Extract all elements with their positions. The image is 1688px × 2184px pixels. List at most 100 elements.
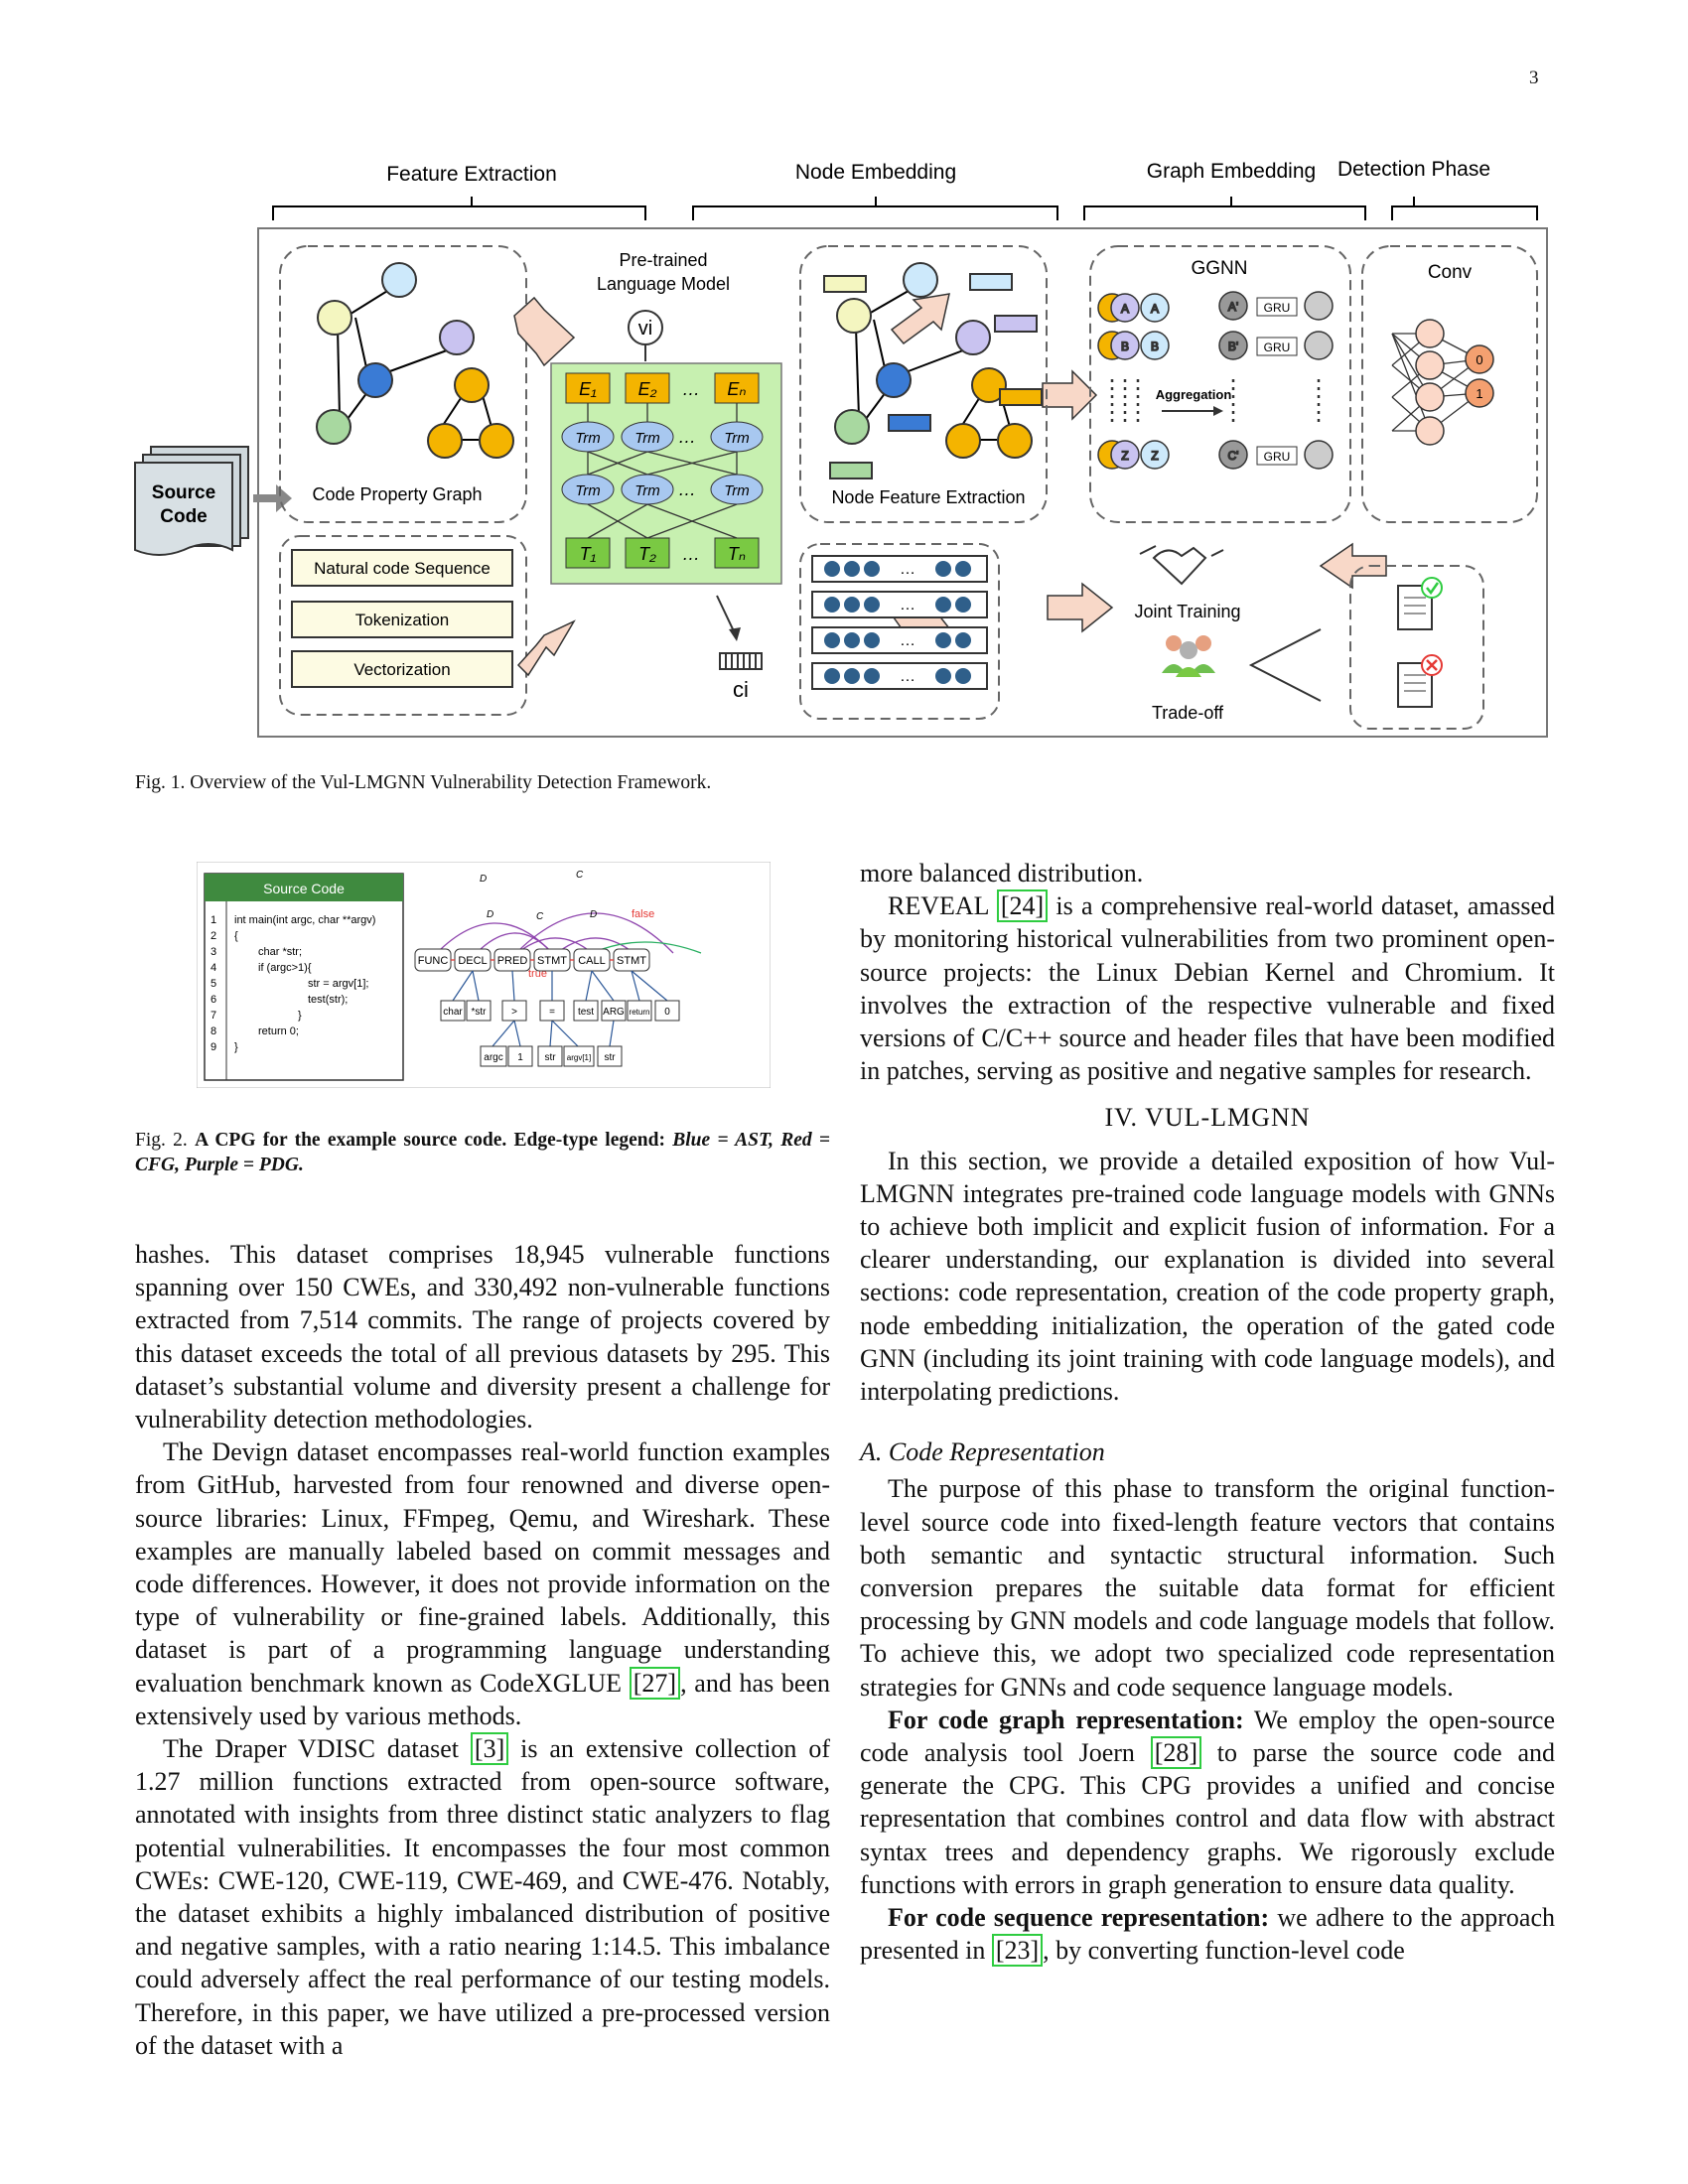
cpg-box bbox=[279, 245, 527, 523]
gru-label: GRU bbox=[1264, 341, 1291, 354]
svg-text:{: { bbox=[234, 930, 238, 942]
svg-text:Trm: Trm bbox=[634, 430, 660, 447]
svg-text:CALL: CALL bbox=[578, 955, 606, 967]
source-code-doc: Source Code bbox=[134, 446, 249, 556]
svg-text:return 0;: return 0; bbox=[258, 1025, 299, 1037]
code-listing: 1 2 3 4 5 6 7 8 9 int main(int argc, cha… bbox=[211, 914, 375, 1053]
caption-bold: A CPG for the example source code. Edge-… bbox=[195, 1130, 673, 1151]
handshake-icon bbox=[1139, 545, 1224, 586]
result-box bbox=[1349, 565, 1484, 730]
seq-vectorization: Vectorization bbox=[353, 660, 450, 679]
vi-label: vi bbox=[638, 318, 652, 340]
cpg-top-nodes: FUNC DECL PRED STMT CALL STMT bbox=[414, 948, 650, 972]
svg-text:A': A' bbox=[1228, 300, 1238, 314]
svg-text:PRED: PRED bbox=[497, 955, 528, 967]
svg-text:B': B' bbox=[1228, 340, 1238, 353]
svg-text:C': C' bbox=[1228, 449, 1239, 463]
svg-text:test: test bbox=[578, 1007, 594, 1018]
svg-text:char *str;: char *str; bbox=[258, 946, 302, 958]
svg-text:return: return bbox=[630, 1008, 650, 1017]
citation-link[interactable]: [23] bbox=[991, 1934, 1044, 1968]
svg-text:8: 8 bbox=[211, 1025, 216, 1037]
svg-text:Z: Z bbox=[1151, 449, 1158, 463]
node-feature-box bbox=[799, 245, 1048, 523]
label-c-true-2: C bbox=[536, 911, 544, 922]
svg-text:Trm: Trm bbox=[575, 430, 601, 447]
svg-text:int main(int argc, char **argv: int main(int argc, char **argv) bbox=[234, 914, 375, 926]
cpg-mid-nodes: char *str > = test ARG return 0 bbox=[440, 1000, 680, 1022]
node-feature-label: Node Feature Extraction bbox=[831, 487, 1025, 507]
svg-text:Trm: Trm bbox=[724, 482, 750, 499]
stage-node-embedding: Node Embedding bbox=[795, 161, 956, 184]
figure-1-caption: Fig. 1. Overview of the Vul-LMGNN Vulner… bbox=[135, 772, 712, 793]
citation-link[interactable]: [3] bbox=[470, 1732, 509, 1766]
svg-text:…: … bbox=[900, 668, 915, 685]
framework-box bbox=[257, 227, 1548, 738]
caption-prefix: Fig. 2. bbox=[135, 1130, 196, 1151]
stage-feature-extraction: Feature Extraction bbox=[386, 163, 557, 186]
svg-text:6: 6 bbox=[211, 994, 216, 1006]
pretrained-label: Pre-trained bbox=[619, 250, 707, 270]
svg-text:argv[1]: argv[1] bbox=[567, 1053, 591, 1062]
feature-vectors bbox=[823, 273, 1043, 479]
label-d-argv-2: D bbox=[487, 909, 493, 920]
stage-detection-phase: Detection Phase bbox=[1337, 158, 1490, 181]
svg-text:1: 1 bbox=[211, 914, 216, 926]
svg-text:…: … bbox=[678, 427, 696, 447]
subsection-title: A. Code Representation bbox=[860, 1437, 1105, 1467]
ci-vector bbox=[719, 652, 763, 670]
gru-units: GRU GRU GRU bbox=[1256, 297, 1298, 466]
paragraph-graph-rep: For code graph representation: We employ… bbox=[860, 1705, 1555, 1899]
page-number: 3 bbox=[1529, 68, 1539, 88]
people-icon bbox=[1162, 635, 1215, 677]
ci-label: ci bbox=[733, 677, 749, 702]
svg-text:E₂: E₂ bbox=[638, 379, 657, 399]
aggregation-label: Aggregation bbox=[1156, 387, 1232, 402]
svg-text:7: 7 bbox=[211, 1010, 216, 1022]
sequence-box bbox=[279, 535, 527, 716]
svg-text:…: … bbox=[682, 544, 700, 564]
paragraph-devign: The Devign dataset encompasses real-worl… bbox=[135, 1437, 831, 1730]
source-code-label: Source bbox=[152, 482, 215, 503]
svg-text:…: … bbox=[900, 561, 915, 578]
document-cross-icon bbox=[1397, 654, 1443, 708]
svg-text:argc: argc bbox=[484, 1052, 502, 1063]
svg-text:Trm: Trm bbox=[634, 482, 660, 499]
svg-text:if (argc>1){: if (argc>1){ bbox=[258, 962, 312, 974]
seq-tokenization: Tokenization bbox=[355, 611, 450, 629]
svg-text:>: > bbox=[511, 1007, 517, 1018]
joint-training-label: Joint Training bbox=[1134, 602, 1240, 621]
svg-text:=: = bbox=[549, 1007, 555, 1018]
output-1: 1 bbox=[1476, 386, 1482, 401]
citation-link[interactable]: [24] bbox=[996, 889, 1049, 923]
ggnn-box bbox=[1089, 245, 1351, 523]
svg-text:T₂: T₂ bbox=[638, 544, 656, 564]
transformer-links bbox=[587, 403, 738, 539]
svg-text:…: … bbox=[900, 632, 915, 649]
figure-2: Source Code 1 2 3 4 5 6 7 8 9 int main(i… bbox=[197, 862, 771, 1088]
citation-link[interactable]: [28] bbox=[1150, 1736, 1202, 1770]
caption-italic: Blue = AST, Red = CFG, Purple = PDG. bbox=[135, 1130, 831, 1175]
cpg-graph bbox=[337, 287, 492, 441]
svg-text:DECL: DECL bbox=[458, 955, 487, 967]
svg-text:9: 9 bbox=[211, 1041, 216, 1053]
cpg-bottom-nodes: argc 1 str argv[1] str bbox=[480, 1045, 623, 1067]
source-code-label-2: Code bbox=[160, 506, 208, 527]
paragraph-draper: The Draper VDISC dataset [3] is an exten… bbox=[135, 1732, 830, 2060]
citation-link[interactable]: [27] bbox=[629, 1666, 681, 1700]
left-column: hashes. This dataset comprises 18,945 vu… bbox=[135, 1238, 830, 2062]
svg-text:T₁: T₁ bbox=[580, 544, 597, 564]
label-false: false bbox=[632, 908, 654, 920]
svg-text:…: … bbox=[678, 479, 696, 499]
svg-text:}: } bbox=[234, 1041, 238, 1053]
svg-text:Z: Z bbox=[1121, 449, 1128, 463]
stage-braces bbox=[272, 197, 1538, 220]
svg-text:STMT: STMT bbox=[617, 955, 646, 967]
conv-box bbox=[1361, 245, 1538, 523]
source-code-title: Source Code bbox=[263, 881, 345, 896]
svg-text:4: 4 bbox=[211, 962, 216, 974]
embedding-stack-box bbox=[799, 543, 1000, 720]
split-lines bbox=[1248, 628, 1322, 702]
document-check-icon bbox=[1397, 577, 1443, 630]
svg-text:char: char bbox=[443, 1007, 463, 1018]
